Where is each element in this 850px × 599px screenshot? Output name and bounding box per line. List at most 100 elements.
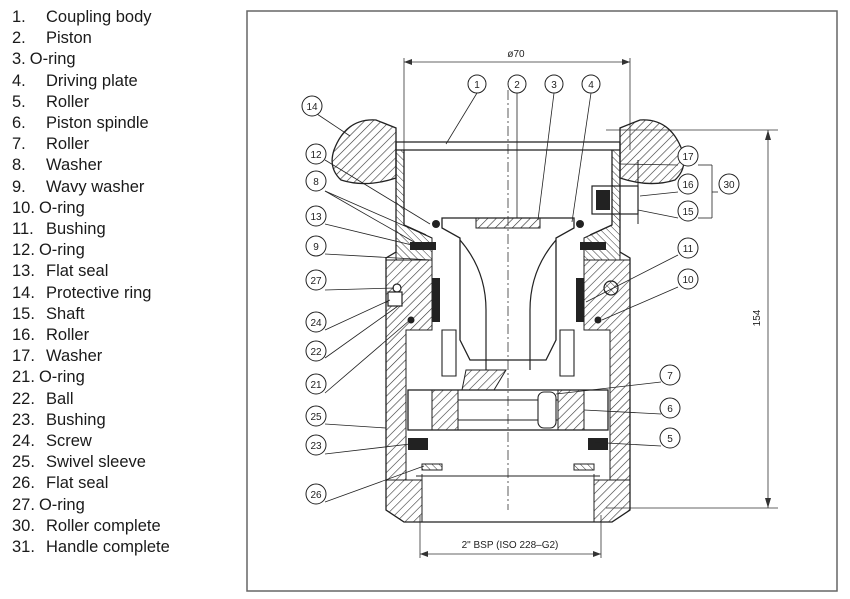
legend-item: 16.Roller [12, 325, 89, 346]
legend-item-label: O-ring [29, 50, 76, 69]
svg-text:14: 14 [306, 102, 318, 113]
callout-16: 16 [677, 173, 699, 195]
callout-24: 24 [305, 311, 327, 333]
legend-item-number: 15. [12, 304, 35, 323]
legend-item-number: 12. [12, 241, 35, 260]
bsp-thread [416, 474, 600, 510]
legend-item-label: Roller [46, 92, 90, 111]
legend-item-label: Roller [46, 135, 90, 154]
callout-2: 2 [507, 74, 527, 94]
legend-item-number: 5. [12, 92, 26, 111]
legend-item-number: 21. [12, 368, 35, 387]
legend-item: 26. Flat seal [12, 473, 108, 494]
callout-5: 5 [659, 427, 681, 449]
legend-item-label: Wavy washer [46, 177, 145, 196]
callout-9: 9 [305, 235, 327, 257]
svg-text:21: 21 [310, 380, 322, 391]
legend-item: 14.Protective ring [12, 283, 151, 304]
bushing-left [432, 278, 440, 322]
legend-item-label: Washer [46, 347, 103, 366]
svg-text:13: 13 [310, 212, 322, 223]
legend-item-label: O-ring [38, 368, 85, 387]
svg-text:12: 12 [310, 150, 322, 161]
legend-item-number: 3. [12, 50, 26, 69]
legend-item: 24. Screw [12, 431, 92, 452]
legend-item: 4. Driving plate [12, 71, 138, 92]
legend-item-number: 13. [12, 262, 35, 281]
callout-4: 4 [581, 74, 601, 94]
legend-item: 9. Wavy washer [12, 177, 144, 198]
callout-7: 7 [659, 364, 681, 386]
callout-6: 6 [659, 397, 681, 419]
svg-text:8: 8 [313, 177, 319, 188]
legend-item-number: 23. [12, 410, 35, 429]
callout-8: 8 [305, 170, 327, 192]
legend-item: 17.Washer [12, 346, 102, 367]
legend-item-label: O-ring [38, 198, 85, 217]
bushing-right [576, 278, 584, 322]
svg-text:27: 27 [310, 276, 322, 287]
roller-complete [591, 160, 639, 224]
legend-item-label: Washer [46, 156, 103, 175]
callouts: 1 2 3 4 14 12 8 13 9 27 24 22 21 25 23 2… [301, 74, 740, 505]
legend-item-label: Screw [46, 432, 92, 450]
svg-text:3: 3 [551, 80, 557, 91]
callout-30: 30 [718, 173, 740, 195]
flat-seal-26-right [573, 463, 595, 471]
legend-item: 6.Piston spindle [12, 113, 149, 134]
svg-text:25: 25 [310, 412, 322, 423]
callout-11: 11 [677, 237, 699, 259]
legend-item-number: 10. [12, 198, 35, 217]
callout-12: 12 [305, 143, 327, 165]
legend-item-number: 24. [12, 432, 35, 450]
legend-item-number: 4. [12, 71, 26, 90]
legend-item-label: Roller complete [46, 516, 161, 535]
callout-10: 10 [677, 268, 699, 290]
svg-text:26: 26 [310, 490, 322, 501]
callout-27: 27 [305, 269, 327, 291]
legend-item: 3.O-ring [8, 49, 90, 70]
o-ring-3-right [576, 220, 584, 228]
callout-23: 23 [305, 434, 327, 456]
svg-text:22: 22 [310, 347, 322, 358]
svg-text:6: 6 [667, 404, 673, 415]
legend-item-number: 27. [12, 495, 35, 514]
callout-22: 22 [305, 340, 327, 362]
o-ring-27 [392, 283, 402, 293]
legend-item: 13. Flat seal [12, 261, 108, 282]
legend-item: 25.Swivel sleeve [12, 452, 146, 473]
legend-item-label: Swivel sleeve [46, 453, 146, 472]
piston [441, 217, 575, 377]
legend-item: 11.Bushing [12, 219, 106, 240]
legend-item-label: Piston spindle [46, 114, 149, 132]
legend-item-number: 11. [12, 220, 34, 238]
legend-item-label: Roller [46, 326, 90, 344]
svg-text:30: 30 [723, 180, 735, 191]
legend-item-label: Protective ring [46, 283, 152, 302]
legend-item: 5. Roller [12, 92, 89, 113]
legend-item: 2.Piston [12, 28, 92, 49]
legend-item-label: Flat seal [46, 262, 109, 281]
svg-text:23: 23 [310, 441, 322, 452]
callout-26: 26 [305, 483, 327, 505]
svg-text:16: 16 [682, 180, 694, 191]
legend-item-label: Flat seal [46, 474, 109, 493]
legend-item-label: Driving plate [46, 71, 138, 90]
legend-item-number: 2. [12, 29, 26, 48]
legend-item: 22.Ball [12, 389, 74, 410]
legend-item-number: 22. [12, 389, 35, 408]
o-ring-10 [594, 316, 602, 324]
sleeve-bottom-right [593, 479, 631, 523]
sleeve-bottom-left [385, 479, 423, 523]
callout-21: 21 [305, 373, 327, 395]
protective-ring-left [331, 119, 397, 185]
legend-item-number: 9. [12, 177, 26, 196]
protective-ring-right [619, 119, 685, 185]
legend-item-number: 26. [12, 474, 35, 493]
svg-text:5: 5 [667, 434, 673, 445]
legend-item: 12.O-ring [8, 240, 99, 261]
legend-item: 10.O-ring [8, 198, 99, 219]
legend-item: 1.Coupling body [12, 7, 152, 28]
legend-item-number: 7. [12, 135, 26, 154]
screw-24 [387, 291, 403, 307]
